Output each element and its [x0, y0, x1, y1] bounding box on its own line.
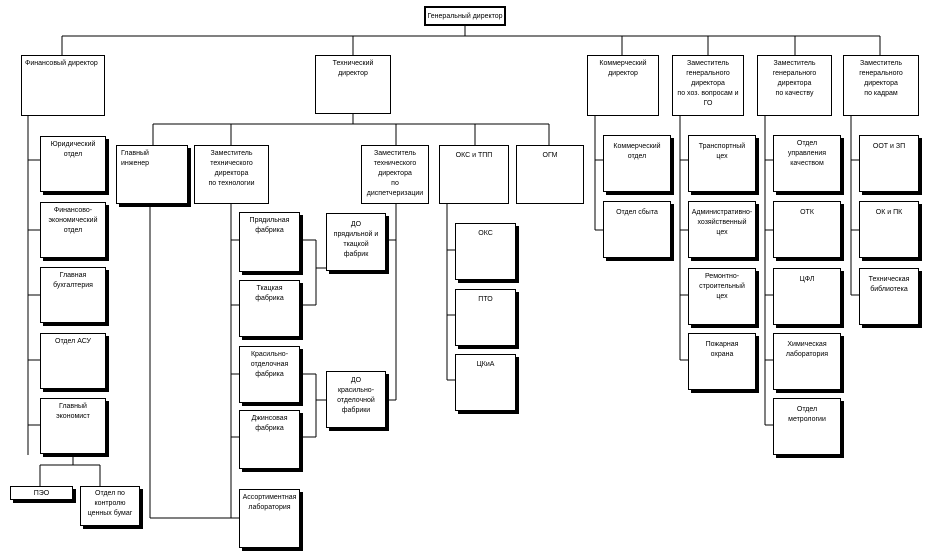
node-weaving: Ткацкая фабрика — [239, 280, 300, 337]
node-com-dir: Коммерческий директор — [587, 55, 659, 116]
node-chem-lab: Химическая лаборатория — [773, 333, 841, 390]
node-spinning: Прядильная фабрика — [239, 212, 300, 272]
node-com-dept: Коммерческий отдел — [603, 135, 671, 192]
node-do-dye: ДО красильно- отделочной фабрики — [326, 371, 386, 428]
node-dep-hoz: Заместитель генерального директора по хо… — [672, 55, 744, 116]
node-dep-tech: Заместитель технического директора по те… — [194, 145, 269, 204]
node-oks: ОКС — [455, 223, 516, 280]
node-chief-eng: Главный инженер — [116, 145, 188, 204]
node-oot-zp: ООТ и ЗП — [859, 135, 919, 192]
node-ok-pk: ОК и ПК — [859, 201, 919, 258]
node-legal: Юридический отдел — [40, 136, 106, 192]
node-tsak: ЦКиА — [455, 354, 516, 411]
node-dep-qual: Заместитель генерального директора по ка… — [757, 55, 832, 116]
node-asu: Отдел АСУ — [40, 333, 106, 389]
node-ptd: ПТО — [455, 289, 516, 346]
node-denim: Джинсовая фабрика — [239, 410, 300, 469]
node-dyeing: Красильно- отделочная фабрика — [239, 346, 300, 403]
node-assortment: Ассортиментная лаборатория — [239, 489, 300, 548]
node-securities: Отдел по контролю ценных бумаг — [80, 486, 140, 526]
node-accounting: Главная бухгалтерия — [40, 267, 106, 323]
node-do-spin: ДО прядильной и ткацкой фабрик — [326, 213, 386, 271]
node-fin-econ: Финансово- экономический отдел — [40, 202, 106, 258]
node-tsfl: ЦФЛ — [773, 268, 841, 325]
node-sales: Отдел сбыта — [603, 201, 671, 258]
node-fire: Пожарная охрана — [688, 333, 756, 390]
node-tech-dir: Технический директор — [315, 55, 391, 114]
node-quality-dept: Отдел управления качеством — [773, 135, 841, 192]
node-pzo: ПЭО — [10, 486, 73, 500]
node-transport: Транспортный цех — [688, 135, 756, 192]
node-oks-tpp: ОКС и ТПП — [439, 145, 509, 204]
node-otk: ОТК — [773, 201, 841, 258]
node-dep-hr: Заместитель генерального директора по ка… — [843, 55, 919, 116]
node-fin-dir: Финансовый директор — [21, 55, 105, 116]
node-library: Техническая библиотека — [859, 268, 919, 325]
node-dep-disp: Заместитель технического директора по ди… — [361, 145, 429, 204]
node-metrology: Отдел метрологии — [773, 398, 841, 455]
node-chief-econ: Главный экономист — [40, 398, 106, 454]
node-ogm: ОГМ — [516, 145, 584, 204]
node-repair: Ремонтно- строительный цех — [688, 268, 756, 325]
node-gen-dir: Генеральный директор — [424, 6, 506, 26]
node-admin: Административно- хозяйственный цех — [688, 201, 756, 258]
